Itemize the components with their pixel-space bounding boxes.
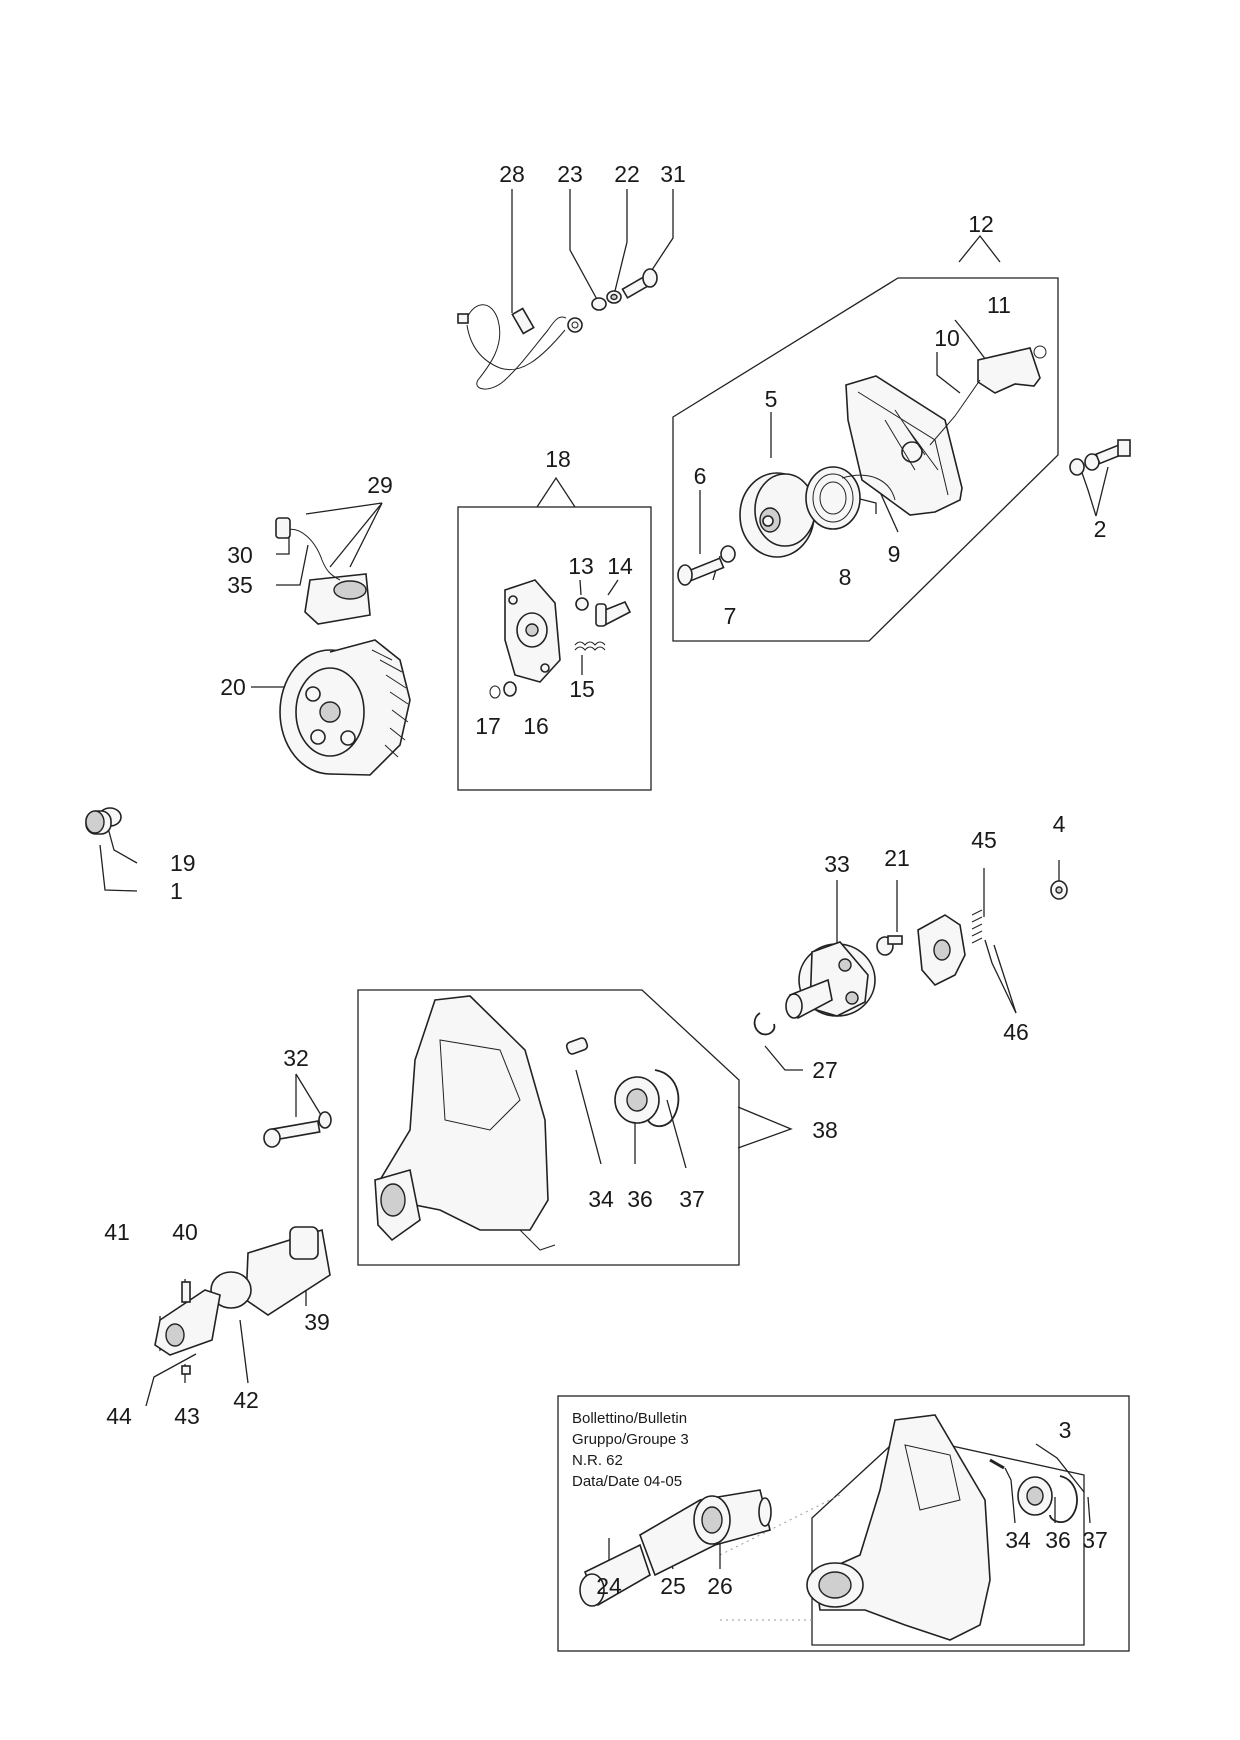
callout-11: 11 bbox=[987, 292, 1011, 318]
callout-24: 24 bbox=[596, 1573, 622, 1599]
washers-and-bolt-31 bbox=[591, 268, 658, 311]
callout-14: 14 bbox=[607, 553, 633, 579]
starter-spring bbox=[805, 466, 896, 530]
callout-38: 38 bbox=[812, 1117, 838, 1143]
group-frame-38 bbox=[357, 989, 740, 1266]
starter-pulley bbox=[739, 472, 816, 558]
bulletin-dash-1 bbox=[719, 1494, 841, 1556]
bulletin-shaft-coupling bbox=[579, 1489, 772, 1607]
callout-6: 6 bbox=[694, 463, 707, 489]
callout-34: 34 bbox=[588, 1186, 614, 1212]
callout-39: 39 bbox=[304, 1309, 330, 1335]
bolt-32 bbox=[263, 1111, 332, 1148]
callout-34-bulletin: 34 bbox=[1005, 1527, 1031, 1553]
nut-4 bbox=[1050, 880, 1068, 900]
callout-27: 27 bbox=[812, 1057, 838, 1083]
bulletin-clutch-housing bbox=[806, 1414, 1078, 1641]
callout-5: 5 bbox=[765, 386, 778, 412]
group-frame-12 bbox=[672, 277, 1059, 642]
callout-42: 42 bbox=[233, 1387, 259, 1413]
group-frame-12-pointer bbox=[958, 234, 1001, 263]
pulley-screw-6 bbox=[677, 545, 736, 586]
callout-15: 15 bbox=[569, 676, 595, 702]
circlip-27 bbox=[753, 1012, 776, 1036]
callout-19: 19 bbox=[170, 850, 196, 876]
callout-4: 4 bbox=[1053, 811, 1066, 837]
leader-lines bbox=[99, 189, 1109, 1570]
callout-16: 16 bbox=[523, 713, 549, 739]
bulletin-line-3: N.R. 62 bbox=[572, 1452, 623, 1469]
callout-43: 43 bbox=[174, 1403, 200, 1429]
bushing-1 bbox=[85, 807, 122, 835]
group-frame-38-pointer bbox=[737, 1106, 793, 1149]
callout-46: 46 bbox=[1003, 1019, 1029, 1045]
bulletin-line-4: Data/Date 04-05 bbox=[572, 1473, 682, 1490]
callout-35: 35 bbox=[227, 572, 253, 598]
callout-37-bulletin: 37 bbox=[1082, 1527, 1108, 1553]
callout-7: 7 bbox=[724, 603, 737, 629]
callout-23: 23 bbox=[557, 161, 583, 187]
ignition-coil bbox=[275, 517, 371, 625]
callout-12: 12 bbox=[968, 211, 994, 237]
recoil-starter-housing bbox=[845, 375, 963, 516]
ignition-wire-harness bbox=[457, 304, 583, 390]
callout-labels: 28 23 22 31 12 11 10 5 6 9 8 7 2 18 29 3… bbox=[104, 161, 1108, 1599]
callout-36: 36 bbox=[627, 1186, 653, 1212]
callout-22: 22 bbox=[614, 161, 640, 187]
callout-37: 37 bbox=[679, 1186, 705, 1212]
callout-17: 17 bbox=[475, 713, 501, 739]
screw-21 bbox=[876, 935, 903, 956]
bulletin-frame bbox=[557, 1395, 1130, 1652]
bulletin-info: Bollettino/Bulletin Gruppo/Groupe 3 N.R.… bbox=[572, 1410, 689, 1490]
drive-head-assembly bbox=[154, 1226, 331, 1375]
callout-40: 40 bbox=[172, 1219, 198, 1245]
callout-10: 10 bbox=[934, 325, 960, 351]
callout-29: 29 bbox=[367, 472, 393, 498]
callout-41: 41 bbox=[104, 1219, 130, 1245]
callout-32: 32 bbox=[283, 1045, 309, 1071]
callout-44: 44 bbox=[106, 1403, 132, 1429]
callout-31: 31 bbox=[660, 161, 686, 187]
clutch-shoes bbox=[917, 909, 983, 986]
callout-36-bulletin: 36 bbox=[1045, 1527, 1071, 1553]
starter-handle bbox=[929, 345, 1047, 446]
group-frame-18 bbox=[457, 506, 652, 791]
bulletin-line-1: Bollettino/Bulletin bbox=[572, 1410, 687, 1427]
callout-20: 20 bbox=[220, 674, 246, 700]
bulletin-line-2: Gruppo/Groupe 3 bbox=[572, 1431, 689, 1448]
callout-13: 13 bbox=[568, 553, 594, 579]
clutch-drum bbox=[785, 941, 876, 1020]
callout-25: 25 bbox=[660, 1573, 686, 1599]
bolt-and-washers-2 bbox=[1069, 439, 1131, 476]
callout-3: 3 bbox=[1059, 1417, 1072, 1443]
pawl-plate bbox=[489, 579, 632, 699]
callout-21: 21 bbox=[884, 845, 910, 871]
callout-1: 1 bbox=[170, 878, 183, 904]
flywheel bbox=[279, 639, 411, 776]
callout-30: 30 bbox=[227, 542, 253, 568]
callout-28: 28 bbox=[499, 161, 525, 187]
group-frame-3 bbox=[811, 1434, 1085, 1646]
callout-45: 45 bbox=[971, 827, 997, 853]
clutch-housing bbox=[374, 995, 680, 1251]
callout-18: 18 bbox=[545, 446, 571, 472]
callout-9: 9 bbox=[888, 541, 901, 567]
callout-2: 2 bbox=[1094, 516, 1107, 542]
callout-8: 8 bbox=[839, 564, 852, 590]
group-frame-3-pointer bbox=[1035, 1443, 1085, 1493]
group-frame-18-pointer bbox=[536, 476, 576, 508]
callout-26: 26 bbox=[707, 1573, 733, 1599]
callout-33: 33 bbox=[824, 851, 850, 877]
